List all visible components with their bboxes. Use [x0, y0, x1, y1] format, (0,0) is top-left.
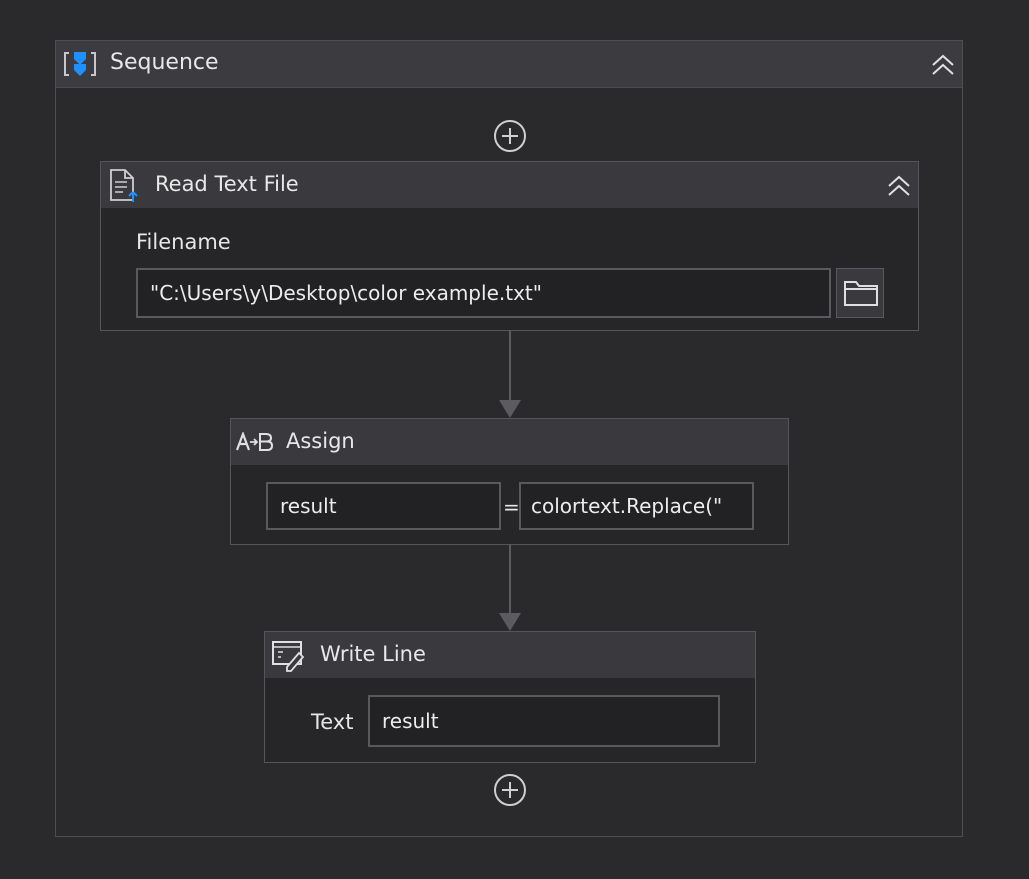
- add-activity-top-icon[interactable]: [493, 119, 527, 153]
- assign-activity[interactable]: Assign result = colortext.Replace(": [230, 418, 789, 545]
- assign-title: Assign: [286, 429, 355, 453]
- sequence-title: Sequence: [110, 50, 219, 75]
- read-text-file-activity[interactable]: Read Text File Filename "C:\Users\y\Desk…: [100, 161, 919, 331]
- assign-icon: [235, 432, 273, 451]
- folder-icon: [844, 281, 878, 306]
- write-line-icon: [272, 641, 305, 672]
- write-line-text-field[interactable]: result: [368, 695, 720, 747]
- filename-label: Filename: [136, 230, 231, 254]
- write-line-activity[interactable]: Write Line Text result: [264, 631, 756, 763]
- connector-line: [509, 545, 511, 617]
- connector-line: [509, 331, 511, 403]
- connector-arrow-icon: [499, 613, 521, 631]
- browse-button[interactable]: [836, 268, 884, 318]
- double-chevron-up-icon[interactable]: [886, 173, 912, 199]
- read-text-file-icon: [110, 169, 138, 202]
- double-chevron-up-icon[interactable]: [930, 52, 956, 78]
- assign-to-field[interactable]: result: [266, 482, 501, 530]
- write-line-header[interactable]: Write Line: [265, 632, 755, 678]
- assign-value-field[interactable]: colortext.Replace(": [519, 482, 754, 530]
- read-text-file-title: Read Text File: [155, 172, 299, 196]
- text-label: Text: [311, 710, 354, 734]
- filename-field[interactable]: "C:\Users\y\Desktop\color example.txt": [136, 268, 831, 318]
- read-text-file-header[interactable]: Read Text File: [101, 162, 918, 208]
- sequence-icon: [64, 52, 96, 76]
- assign-header[interactable]: Assign: [231, 419, 788, 465]
- connector-arrow-icon: [499, 400, 521, 418]
- equals-sign: =: [503, 495, 520, 519]
- sequence-header[interactable]: Sequence: [56, 41, 962, 88]
- write-line-title: Write Line: [320, 642, 426, 666]
- add-activity-bottom-icon[interactable]: [493, 773, 527, 807]
